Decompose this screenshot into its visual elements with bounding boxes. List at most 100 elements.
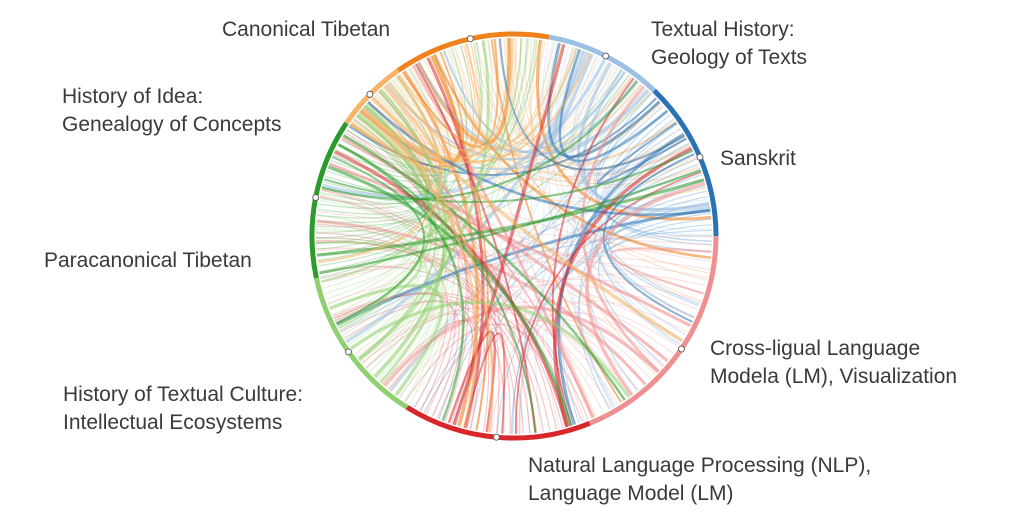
chord-strand bbox=[498, 38, 686, 171]
chord-strand bbox=[529, 38, 656, 375]
group-marker-sanskrit bbox=[696, 153, 704, 161]
group-marker-textual-history bbox=[602, 52, 610, 60]
chord-strand bbox=[356, 284, 695, 358]
chord-strand bbox=[319, 169, 702, 275]
chord-strand bbox=[316, 241, 551, 431]
group-marker-canonical bbox=[466, 35, 474, 43]
chord-strand bbox=[535, 79, 637, 433]
chord-strand bbox=[320, 265, 684, 341]
group-marker-history-idea bbox=[366, 90, 374, 98]
chord-strand bbox=[321, 189, 564, 429]
chord-strand bbox=[449, 41, 555, 142]
group-marker-cross-lingual bbox=[678, 345, 685, 353]
chord-strand bbox=[327, 124, 428, 305]
chord-strand bbox=[316, 178, 705, 257]
chord-strand bbox=[401, 38, 499, 148]
chord-strand bbox=[600, 123, 701, 305]
group-marker-nlp bbox=[492, 433, 500, 441]
chord-strand bbox=[316, 219, 647, 386]
chord-strand bbox=[367, 101, 711, 217]
chord-strand bbox=[315, 232, 524, 434]
chord-strand bbox=[327, 165, 573, 427]
chord-strand bbox=[465, 43, 708, 281]
chord-strand bbox=[337, 143, 465, 422]
chord-strand bbox=[553, 146, 693, 428]
chord-strand bbox=[318, 41, 483, 209]
chord-strand bbox=[321, 38, 530, 284]
chord-strand bbox=[387, 43, 481, 152]
chord-strand bbox=[542, 40, 691, 175]
chord-strand bbox=[607, 190, 707, 307]
chord-strand bbox=[327, 261, 708, 304]
chord-strand bbox=[377, 91, 707, 201]
chord-strand bbox=[438, 52, 709, 274]
chord-strand bbox=[316, 228, 418, 295]
chord-strand bbox=[530, 39, 575, 141]
chord-strand bbox=[361, 107, 494, 433]
chord-strand bbox=[336, 113, 433, 327]
chord-strand bbox=[416, 62, 626, 153]
chord-strand bbox=[365, 49, 469, 368]
label-canonical-tibetan: Canonical Tibetan bbox=[222, 18, 391, 41]
chord-group-markers bbox=[312, 35, 704, 441]
chord-strand bbox=[442, 50, 649, 156]
group-marker-paracanonical bbox=[312, 194, 320, 201]
label-history-idea: History of Idea: Genealogy of Concepts bbox=[62, 85, 282, 136]
chord-strand bbox=[373, 89, 448, 379]
label-textual-history: Textual History: Geology of Texts bbox=[651, 18, 808, 69]
chord-strand bbox=[342, 134, 626, 401]
chord-strand bbox=[558, 48, 669, 163]
chord-strand bbox=[346, 38, 529, 168]
chord-strand bbox=[319, 199, 420, 311]
chord-strand bbox=[415, 63, 537, 433]
chord-strand bbox=[359, 52, 592, 163]
chord-strand bbox=[370, 96, 683, 343]
label-textual-culture: History of Textual Culture: Intellectual… bbox=[63, 383, 304, 434]
chord-strand bbox=[556, 46, 677, 166]
chord-strand bbox=[322, 59, 606, 199]
chord-strand bbox=[329, 162, 692, 328]
label-sanskrit: Sanskrit bbox=[720, 147, 796, 170]
chord-strand bbox=[343, 45, 475, 171]
chord-strand bbox=[361, 37, 514, 161]
chord-strand bbox=[509, 37, 646, 152]
chord-strand bbox=[321, 189, 704, 295]
chord-strand bbox=[321, 80, 639, 201]
chord-strand bbox=[514, 171, 702, 435]
label-cross-lingual: Cross-ligual Language Modela (LM), Visua… bbox=[710, 337, 958, 388]
chord-strand bbox=[321, 38, 523, 283]
chord-strand bbox=[332, 156, 426, 325]
chord-strand bbox=[317, 210, 712, 245]
chord-strand bbox=[430, 55, 489, 431]
chord-ribbons bbox=[315, 37, 713, 435]
chord-strand bbox=[338, 143, 537, 433]
chord-strand bbox=[315, 238, 429, 364]
chord-strand bbox=[459, 45, 599, 145]
label-nlp: Natural Language Processing (NLP), Langu… bbox=[528, 454, 872, 505]
chord-strand bbox=[551, 77, 635, 426]
chord-strand bbox=[342, 136, 711, 262]
chord-strand bbox=[559, 109, 668, 424]
chord-strand bbox=[470, 42, 700, 186]
chord-strand bbox=[359, 110, 478, 429]
group-marker-textual-culture bbox=[345, 348, 352, 356]
chord-strand bbox=[516, 318, 652, 435]
chord-strand bbox=[324, 149, 694, 203]
chord-strand bbox=[404, 47, 577, 149]
chord-strand bbox=[340, 300, 505, 434]
chord-strand bbox=[381, 76, 453, 384]
chord-strand bbox=[329, 284, 444, 397]
chord-strand bbox=[454, 46, 596, 418]
chord-strand bbox=[358, 40, 490, 362]
chord-strand bbox=[570, 87, 646, 407]
chord-strand bbox=[452, 43, 566, 426]
chord-strand bbox=[609, 247, 712, 295]
chord-strand bbox=[320, 254, 710, 280]
label-paracanonical-tibetan: Paracanonical Tibetan bbox=[44, 249, 252, 272]
chord-strand bbox=[542, 328, 597, 429]
chord-strand bbox=[389, 105, 664, 391]
chord-strand bbox=[317, 75, 443, 264]
chord-strand bbox=[426, 57, 485, 429]
chord-strand bbox=[398, 43, 564, 150]
